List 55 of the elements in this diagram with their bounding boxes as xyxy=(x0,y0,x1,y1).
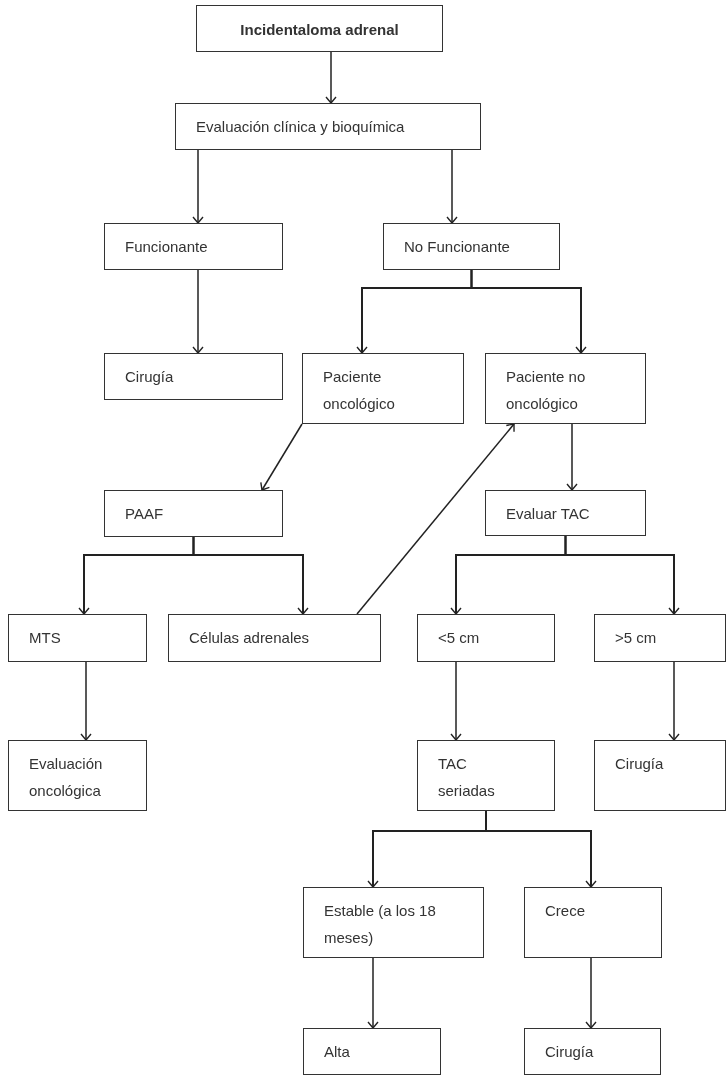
process-box xyxy=(485,353,646,424)
box-label: Células adrenales xyxy=(189,628,310,648)
box-label: Cirugía xyxy=(125,367,174,387)
process-box xyxy=(175,103,481,150)
arrow xyxy=(450,661,462,741)
process-box xyxy=(303,1028,441,1075)
arrow xyxy=(192,149,204,224)
box-label: Evaluación oncológica xyxy=(29,754,104,801)
process-box xyxy=(303,887,484,958)
arrow xyxy=(192,269,204,354)
process-box xyxy=(8,740,147,811)
box-label: >5 cm xyxy=(615,628,657,648)
process-box xyxy=(104,353,283,400)
box-label: PAAF xyxy=(125,504,164,524)
arrow xyxy=(325,51,337,104)
process-box xyxy=(302,353,464,424)
process-box xyxy=(594,614,726,662)
arrow xyxy=(356,423,515,615)
process-box xyxy=(417,614,555,662)
process-box xyxy=(485,490,646,536)
process-box xyxy=(104,490,283,537)
process-box xyxy=(524,1028,661,1075)
box-label: Evaluar TAC xyxy=(506,504,590,524)
process-box xyxy=(104,223,283,270)
box-label: Cirugía xyxy=(545,1042,594,1062)
box-label: No Funcionante xyxy=(404,237,510,257)
process-box xyxy=(524,887,662,958)
process-box xyxy=(417,740,555,811)
process-box xyxy=(594,740,726,811)
arrow xyxy=(446,149,458,224)
arrow xyxy=(470,269,587,354)
box-label: Paciente no oncológico xyxy=(506,367,587,414)
process-box xyxy=(196,5,443,52)
box-label: Alta xyxy=(324,1042,350,1062)
arrow xyxy=(566,423,578,491)
box-label: TAC seriadas xyxy=(438,754,496,801)
box-label: Estable (a los 18 meses) xyxy=(324,901,437,948)
arrow xyxy=(668,661,680,741)
box-label: Funcionante xyxy=(125,237,208,257)
arrow xyxy=(80,661,92,741)
box-label: MTS xyxy=(29,628,61,648)
box-label: Crece xyxy=(545,901,585,921)
arrow xyxy=(367,957,379,1029)
process-box xyxy=(8,614,147,662)
box-label: Incidentaloma adrenal xyxy=(240,20,399,40)
arrow xyxy=(585,957,597,1029)
arrow xyxy=(260,423,303,491)
arrow xyxy=(564,535,680,615)
process-box xyxy=(383,223,560,270)
box-label: Cirugía xyxy=(615,754,664,774)
box-label: Evaluación clínica y bioquímica xyxy=(196,117,405,137)
box-label: Paciente oncológico xyxy=(323,367,396,414)
box-label: <5 cm xyxy=(438,628,480,648)
process-box xyxy=(168,614,381,662)
arrow xyxy=(192,536,309,615)
